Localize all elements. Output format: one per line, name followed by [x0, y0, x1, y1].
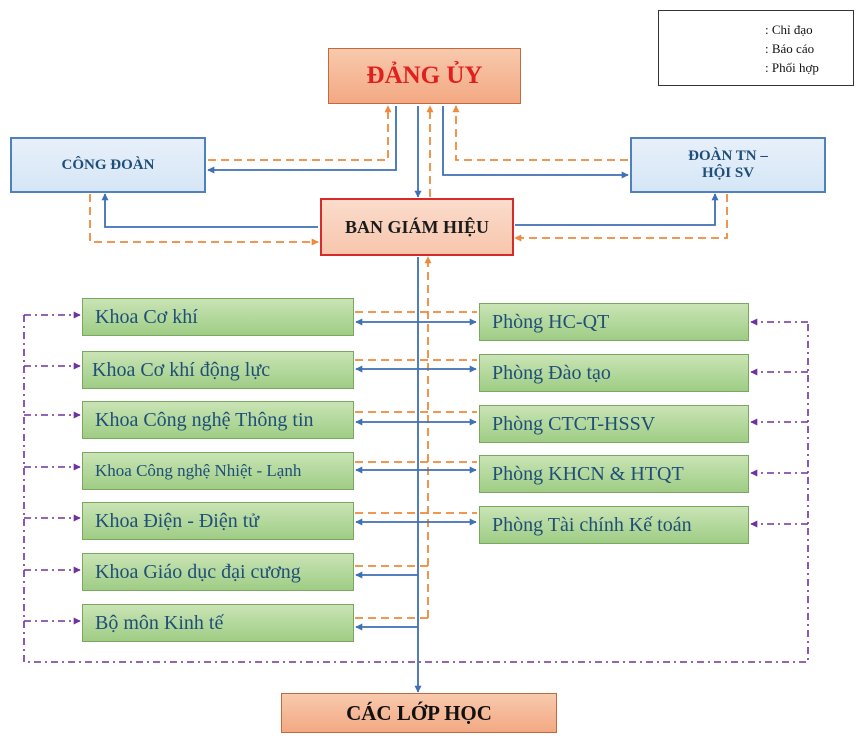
node-doan-label-line1: ĐOÀN TN –	[688, 148, 768, 164]
legend-label-bao-cao: : Báo cáo	[765, 41, 815, 56]
node-ban-giam-hieu: BAN GIÁM HIỆU	[320, 198, 514, 256]
khoa-label: Bộ môn Kinh tế	[95, 611, 224, 634]
node-khoa-nhiet-lanh: Khoa Công nghệ Nhiệt - Lạnh	[82, 452, 354, 490]
node-doan-label-line2: HỘI SV	[701, 165, 755, 181]
bao-cao-connectors	[89, 105, 728, 619]
node-dang-uy-label: ĐẢNG ỦY	[366, 62, 483, 89]
khoa-label: Khoa Công nghệ Nhiệt - Lạnh	[95, 461, 302, 480]
phong-label: Phòng HC-QT	[492, 310, 610, 333]
khoa-label: Khoa Điện - Điện tử	[95, 509, 260, 532]
node-cac-lop-hoc: CÁC LỚP HỌC	[281, 693, 557, 733]
node-doan-tn-hoi-sv: ĐOÀN TN – HỘI SV	[630, 137, 826, 193]
khoa-label: Khoa Cơ khí động lực	[92, 358, 271, 381]
phong-label: Phòng Đào tạo	[492, 361, 611, 384]
chi-dao-connectors	[101, 106, 719, 693]
khoa-label: Khoa Cơ khí	[95, 305, 198, 328]
node-khoa-cntt: Khoa Công nghệ Thông tin	[82, 401, 354, 439]
khoa-label: Khoa Giáo dục đại cương	[95, 560, 301, 583]
phong-label: Phòng CTCT-HSSV	[492, 412, 656, 435]
node-phong-dao-tao: Phòng Đào tạo	[479, 354, 749, 392]
node-khoa-co-khi: Khoa Cơ khí	[82, 298, 354, 336]
node-phong-tai-chinh-ke-toan: Phòng Tài chính Kế toán	[479, 506, 749, 544]
node-khoa-giao-duc-dai-cuong: Khoa Giáo dục đại cương	[82, 553, 354, 591]
node-dang-uy: ĐẢNG ỦY	[328, 48, 521, 104]
node-khoa-co-khi-dong-luc: Khoa Cơ khí động lực	[82, 351, 354, 389]
node-khoa-dien-dien-tu: Khoa Điện - Điện tử	[82, 502, 354, 540]
node-cong-doan: CÔNG ĐOÀN	[10, 137, 206, 193]
legend-label-chi-dao: : Chỉ đạo	[765, 22, 813, 37]
phong-label: Phòng KHCN & HTQT	[492, 462, 684, 485]
khoa-label: Khoa Công nghệ Thông tin	[95, 408, 314, 431]
node-cac-lop-hoc-label: CÁC LỚP HỌC	[346, 700, 492, 725]
node-ban-giam-hieu-label: BAN GIÁM HIỆU	[344, 216, 489, 237]
phoi-hop-connectors	[23, 311, 809, 663]
node-phong-hc-qt: Phòng HC-QT	[479, 303, 749, 341]
node-bo-mon-kinh-te: Bộ môn Kinh tế	[82, 604, 354, 642]
phong-label: Phòng Tài chính Kế toán	[492, 513, 692, 536]
node-phong-khcn-htqt: Phòng KHCN & HTQT	[479, 455, 749, 493]
node-cong-doan-label: CÔNG ĐOÀN	[61, 156, 155, 173]
node-phong-ctct-hssv: Phòng CTCT-HSSV	[479, 405, 749, 443]
legend: : Chỉ đạo : Báo cáo : Phối hợp	[658, 10, 854, 86]
legend-label-phoi-hop: : Phối hợp	[765, 60, 819, 75]
